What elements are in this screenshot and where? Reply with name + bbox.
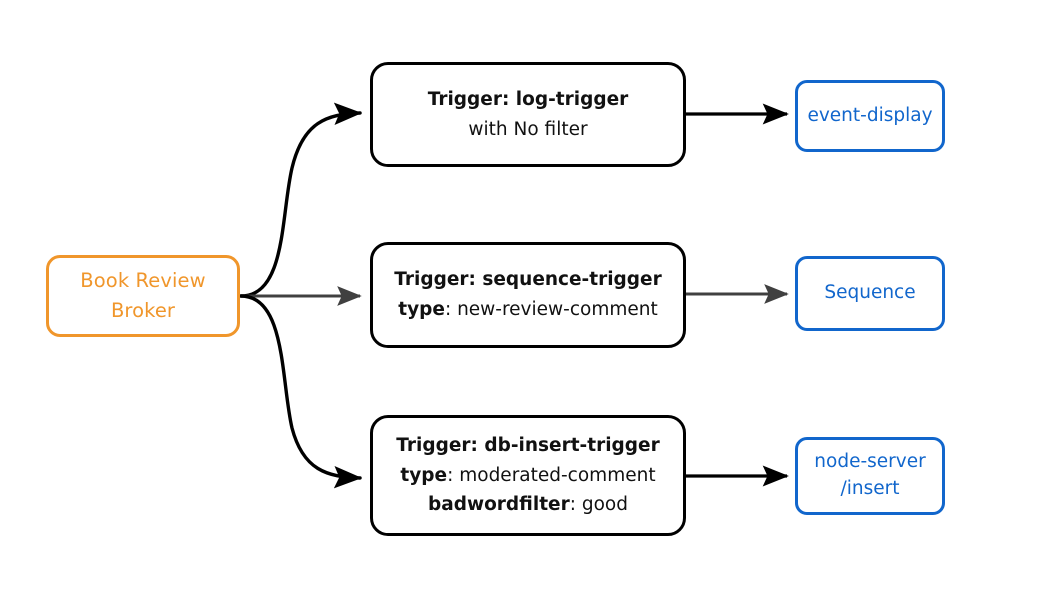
- node-service-sequence[interactable]: Sequence: [795, 256, 945, 331]
- trigger-db-line-2: type: moderated-comment: [400, 461, 655, 491]
- node-trigger-db-insert-trigger[interactable]: Trigger: db-insert-trigger type: moderat…: [370, 415, 686, 536]
- edge-broker-to-db-insert-trigger: [239, 294, 363, 489]
- trigger-db-line-2-value: : moderated-comment: [447, 464, 656, 486]
- service-node-server-line-1: node-server: [814, 451, 926, 473]
- trigger-sequence-line-1: Trigger: sequence-trigger: [394, 265, 661, 295]
- trigger-sequence-line-1-name: sequence-trigger: [482, 269, 662, 291]
- trigger-db-line-3-key: badwordfilter: [428, 494, 570, 516]
- trigger-db-line-3: badwordfilter: good: [428, 490, 628, 520]
- trigger-log-line-1-name: log-trigger: [515, 88, 629, 110]
- service-event-display-line-1: event-display: [807, 104, 933, 126]
- trigger-sequence-line-2-value: : new-review-comment: [444, 299, 658, 320]
- trigger-sequence-line-2-key: type: [398, 299, 445, 320]
- trigger-db-line-2-key: type: [400, 464, 448, 486]
- trigger-log-line-2: with No filter: [468, 115, 587, 145]
- trigger-sequence-line-1-prefix: Trigger:: [394, 269, 483, 291]
- broker-label-line-2: Broker: [110, 299, 176, 322]
- service-node-server-line-2: /insert: [840, 478, 900, 499]
- trigger-log-line-1: Trigger: log-trigger: [428, 85, 628, 115]
- trigger-db-line-1-prefix: Trigger:: [396, 435, 485, 457]
- trigger-db-line-3-value: : good: [569, 494, 628, 516]
- trigger-log-line-2-value: with No filter: [468, 118, 588, 140]
- node-service-node-server-insert[interactable]: node-server /insert: [795, 437, 945, 515]
- trigger-sequence-line-2: type: new-review-comment: [398, 295, 657, 325]
- node-trigger-log-trigger[interactable]: Trigger: log-trigger with No filter: [370, 62, 686, 167]
- node-book-review-broker[interactable]: Book Review Broker: [46, 255, 240, 337]
- node-service-event-display[interactable]: event-display: [795, 80, 945, 152]
- edge-broker-to-log-trigger: [239, 102, 363, 298]
- trigger-log-line-1-prefix: Trigger:: [427, 88, 516, 110]
- trigger-db-line-1-name: db-insert-trigger: [484, 435, 660, 457]
- node-trigger-sequence-trigger[interactable]: Trigger: sequence-trigger type: new-revi…: [370, 242, 686, 348]
- trigger-db-line-1: Trigger: db-insert-trigger: [396, 431, 659, 461]
- broker-label-line-1: Book Review: [80, 268, 206, 292]
- service-sequence-line-1: Sequence: [824, 282, 916, 304]
